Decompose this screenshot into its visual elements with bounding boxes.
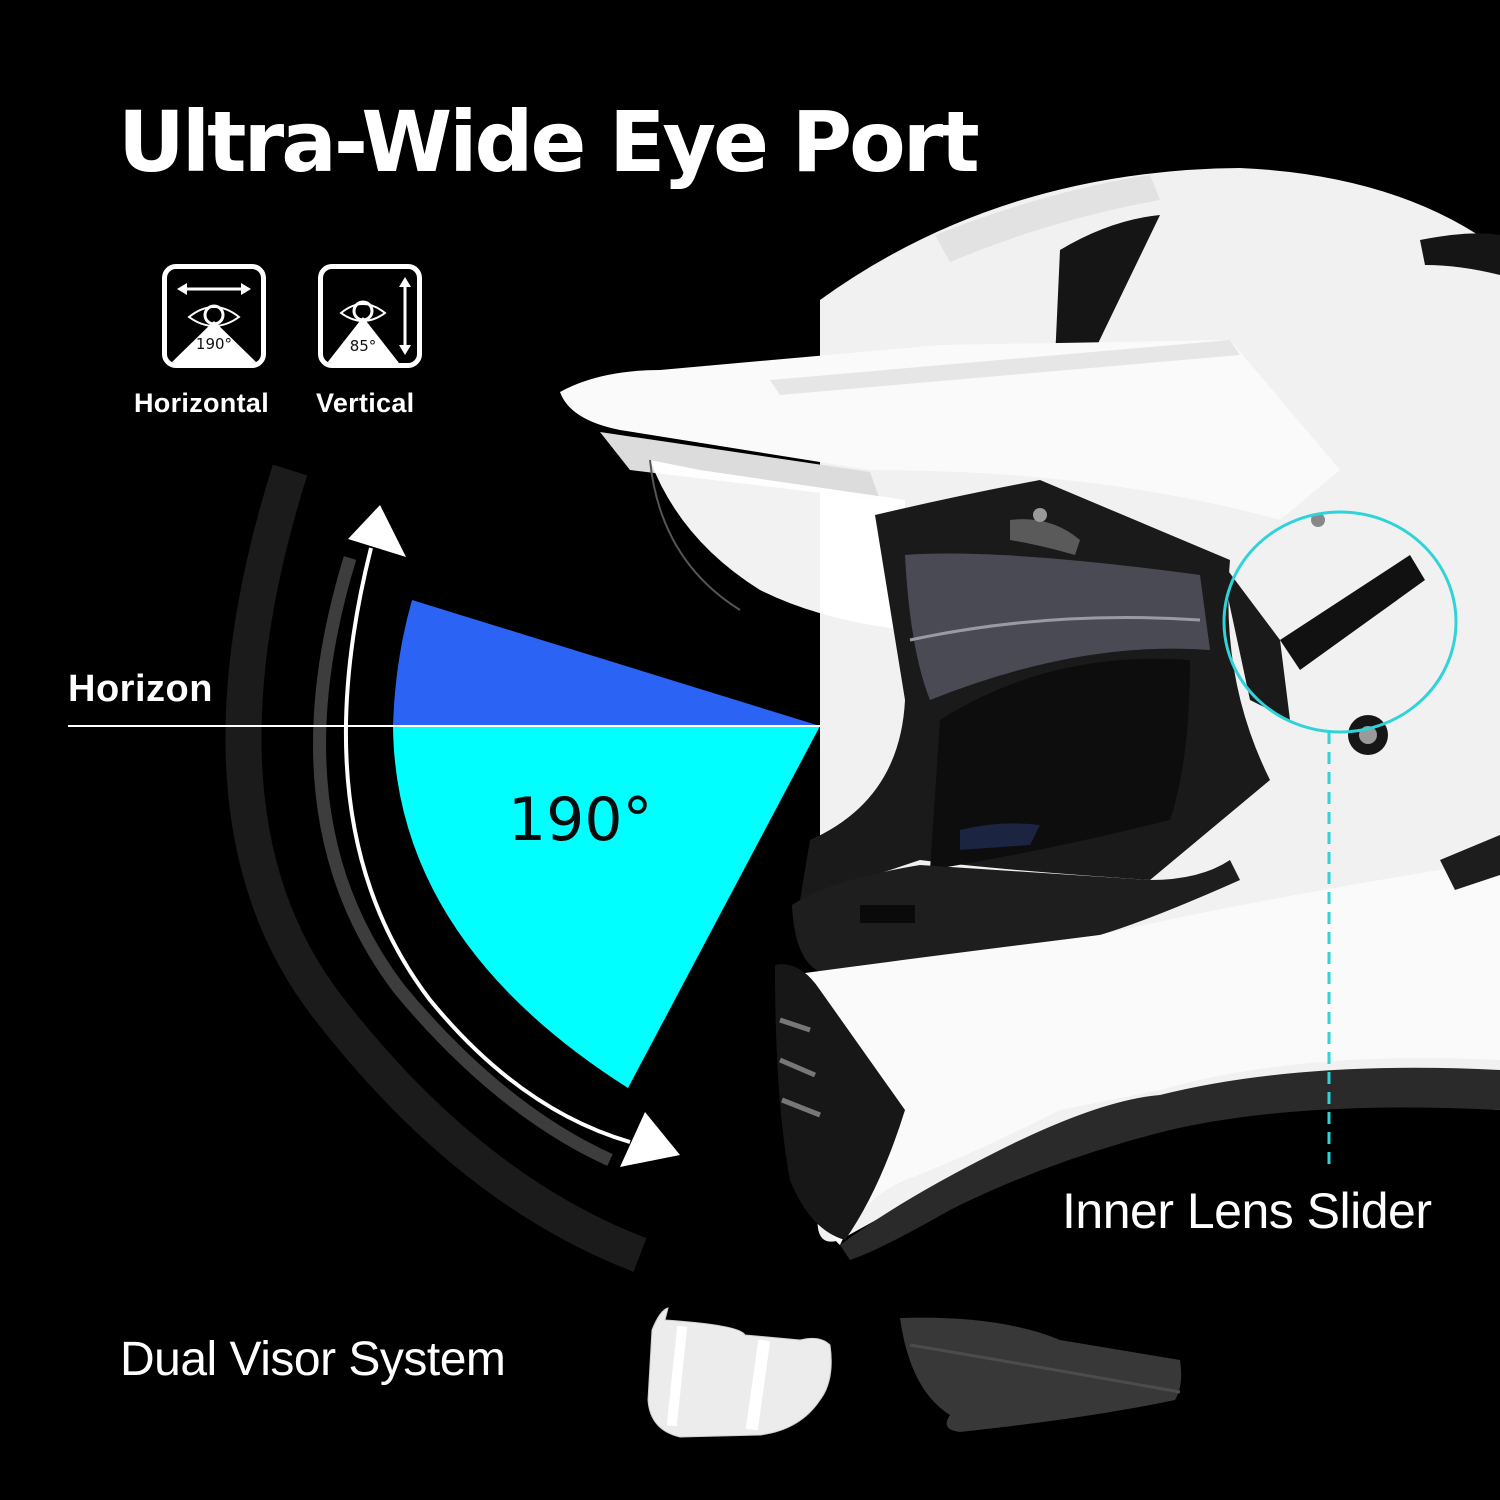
- horizontal-fov-value: 190°: [195, 335, 233, 353]
- vertical-fov-badge: 85°: [318, 264, 422, 368]
- vertical-fov-value: 85°: [349, 337, 377, 355]
- page-title: Ultra-Wide Eye Port: [118, 93, 980, 191]
- horizontal-label: Horizontal: [134, 388, 269, 418]
- eye-horizontal-fov-icon: [171, 283, 257, 363]
- horizon-label: Horizon: [68, 668, 213, 710]
- fov-arrow-arc: [343, 547, 631, 1144]
- slider-highlight-circle: [1222, 510, 1458, 734]
- lower-fov-wedge: [393, 726, 820, 1088]
- dual-visor-system-label: Dual Visor System: [120, 1333, 506, 1386]
- clear-visor-image: [647, 1307, 832, 1438]
- helmet-illustration: [560, 168, 1500, 1260]
- outer-arc: [225, 464, 647, 1272]
- eye-vertical-fov-icon: [327, 277, 411, 363]
- vertical-label: Vertical: [316, 388, 415, 418]
- arrow-up-icon: [348, 505, 406, 557]
- fov-angle-label: 190°: [508, 785, 653, 855]
- upper-fov-wedge: [393, 600, 820, 726]
- arrow-down-icon: [620, 1112, 680, 1167]
- smoke-visor-image: [900, 1317, 1182, 1432]
- inner-lens-slider-label: Inner Lens Slider: [1062, 1183, 1432, 1239]
- mid-arc: [313, 556, 613, 1166]
- horizontal-fov-badge: 190°: [162, 264, 266, 368]
